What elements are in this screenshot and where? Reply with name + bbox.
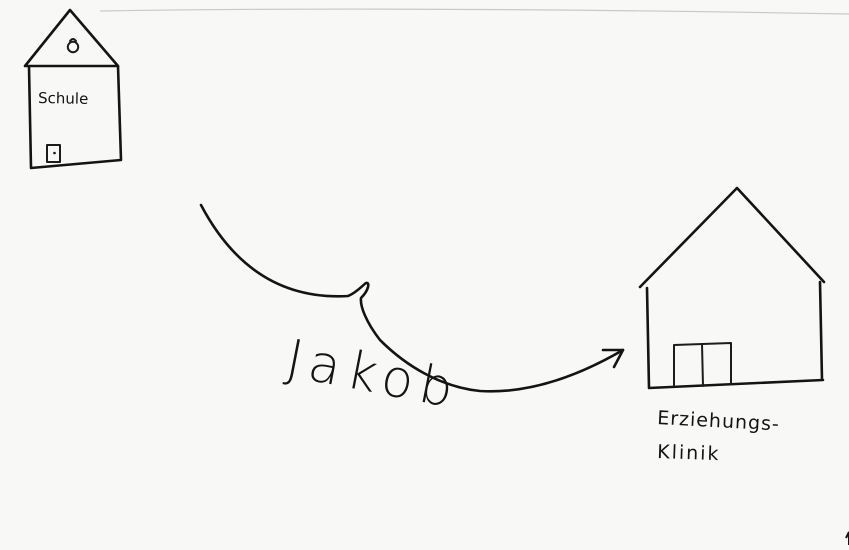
school-label: Schule <box>38 89 88 108</box>
clinic-roof <box>640 188 824 287</box>
paper-top-edge <box>100 9 849 14</box>
school-roof <box>25 10 118 66</box>
clinic-building: Erziehungs- Klinik <box>640 188 824 465</box>
school-door <box>47 145 60 162</box>
clinic-label-line1: Erziehungs- <box>657 407 781 435</box>
school-building: Schule <box>25 10 121 168</box>
clinic-label-line2: Klinik <box>657 441 721 465</box>
clinic-door <box>674 343 731 386</box>
school-bell-icon <box>68 39 78 52</box>
route-person-label: Jakob <box>282 329 466 421</box>
school-walls <box>29 66 121 168</box>
